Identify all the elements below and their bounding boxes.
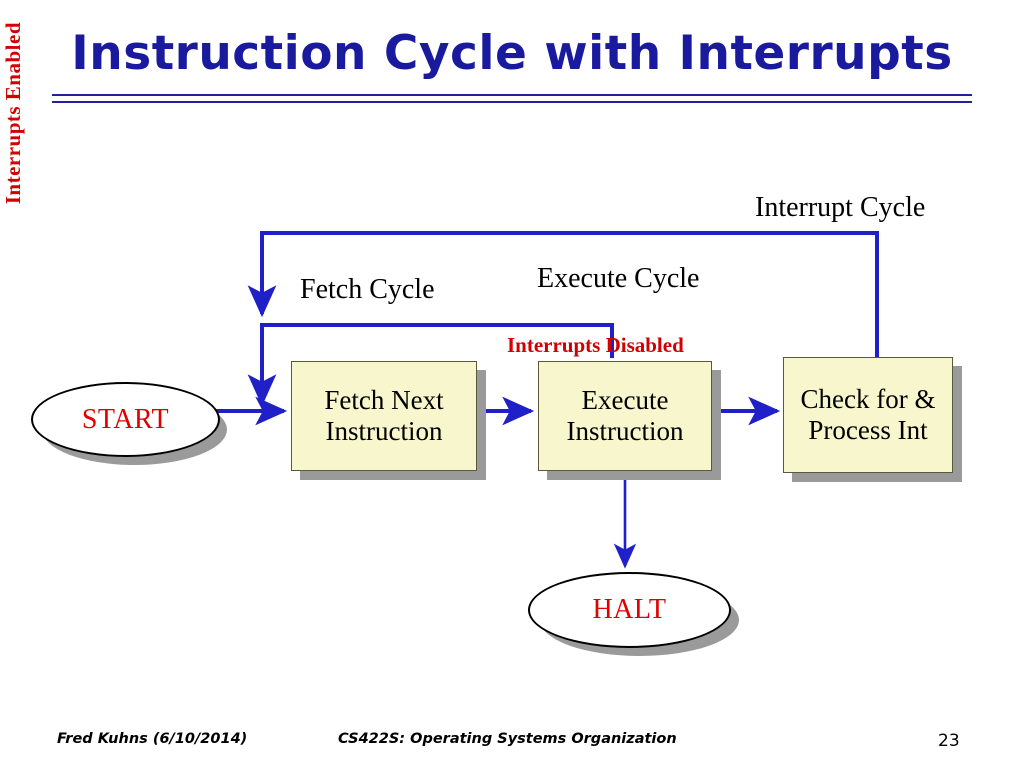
label-execute-cycle: Execute Cycle [537,263,700,294]
label-interrupts-enabled: Interrupts Enabled [0,0,26,226]
footer-author: Fred Kuhns (6/10/2014) [57,731,248,747]
label-interrupts-enabled-text: Interrupts Enabled [0,21,25,205]
edge-fetch-bracket [247,323,614,407]
label-fetch-cycle: Fetch Cycle [300,274,435,305]
process-box-execute-line1: Execute [581,384,669,415]
process-box-execute[interactable]: Execute Instruction [538,361,712,471]
process-box-check-text: Check for & Process Int [801,384,936,447]
terminator-start[interactable]: START [31,382,220,457]
footer-course: CS422S: Operating Systems Organization [338,731,677,747]
label-interrupt-cycle: Interrupt Cycle [755,192,926,223]
page-title: Instruction Cycle with Interrupts [71,26,953,81]
process-box-fetch[interactable]: Fetch Next Instruction [291,361,477,471]
process-box-fetch-line1: Fetch Next [324,384,444,415]
edge-interrupt-return [247,231,879,358]
process-box-fetch-line2: Instruction [325,416,443,446]
process-box-check-interrupt[interactable]: Check for & Process Int [783,357,953,473]
terminator-start-label: START [81,403,170,435]
process-box-execute-line2: Instruction [566,416,684,446]
process-box-fetch-text: Fetch Next Instruction [324,385,443,448]
title-underline [52,94,972,103]
terminator-halt[interactable]: HALT [528,572,731,648]
footer-page-number: 23 [938,731,960,751]
process-box-check-line1: Check for & [800,383,936,414]
terminator-halt-label: HALT [592,594,667,625]
label-interrupts-disabled: Interrupts Disabled [507,333,684,357]
process-box-check-line2: Process Int [808,415,928,445]
process-box-execute-text: Execute Instruction [567,385,684,448]
